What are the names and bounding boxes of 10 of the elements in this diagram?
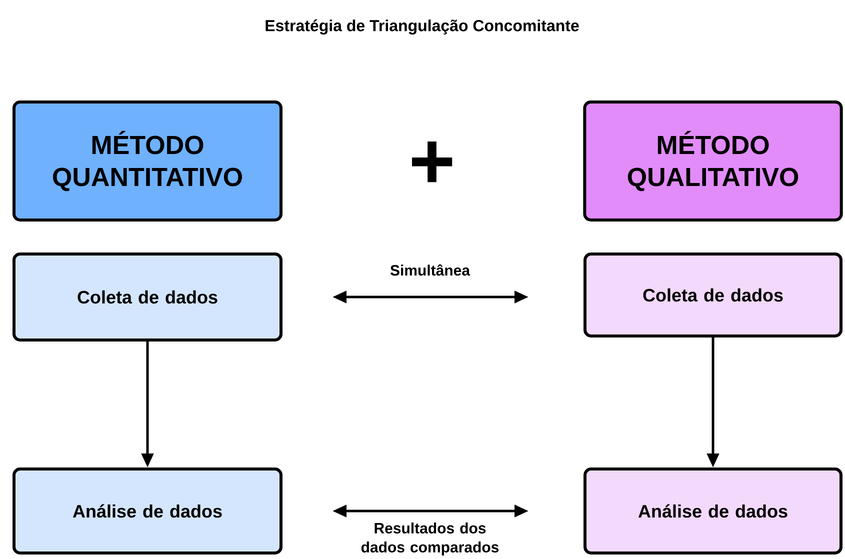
step-box: Coleta de dados — [584, 252, 842, 338]
step-box: Análise de dados — [12, 468, 282, 554]
step-box: Coleta de dados — [12, 252, 282, 342]
method-box: MÉTODO QUALITATIVO — [583, 100, 843, 222]
title: Estratégia de Triangulação Concomitante — [266, 19, 579, 35]
edge-label: Resultados dos dados comparados — [361, 522, 499, 556]
method-box: MÉTODO QUANTITATIVO — [12, 100, 282, 222]
step-box: Análise de dados — [584, 468, 842, 554]
plus-sign: + — [412, 142, 452, 182]
edge-label: Simultânea — [390, 264, 470, 276]
